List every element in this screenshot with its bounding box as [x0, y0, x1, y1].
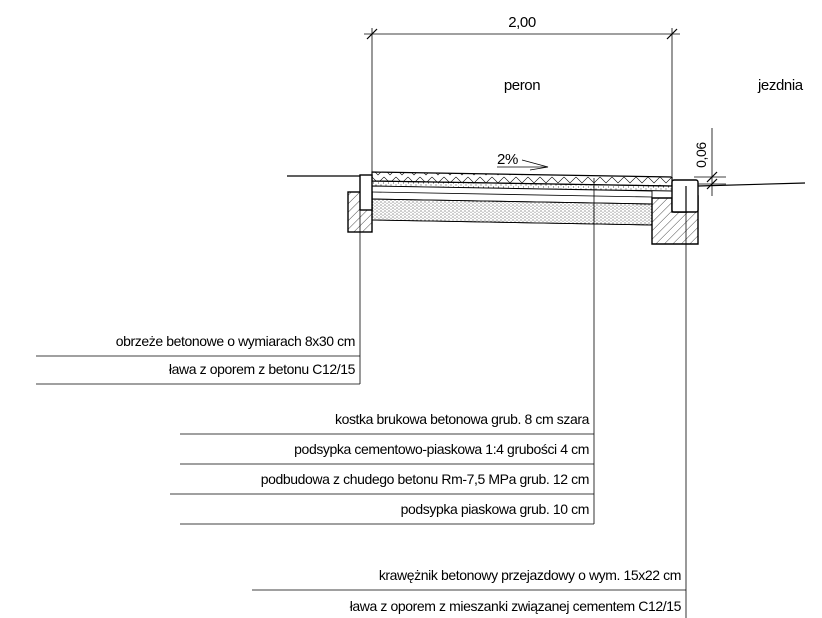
right-curb-stone: [671, 179, 699, 213]
height-tick-bottom: [706, 178, 718, 190]
slope-indicator: 2%: [497, 151, 549, 171]
dimension-tick-right: [666, 28, 678, 40]
layer-lean-concrete-inner-line: [371, 191, 653, 198]
width-dimension-label: 2,00: [508, 14, 536, 31]
callout-edging-foundation: ława z oporem z betonu C12/15: [169, 361, 356, 377]
zone-label-platform: peron: [504, 77, 540, 94]
height-dimension: 0,06: [693, 128, 726, 196]
callout-edging-stone: obrzeże betonowe o wymiarach 8x30 cm: [116, 333, 355, 349]
dimension-tick-left: [366, 28, 378, 40]
pavement-layers: [371, 171, 673, 226]
callout-paving-blocks: kostka brukowa betonowa grub. 8 cm szara: [335, 411, 590, 427]
layer-bottom-line: [371, 219, 653, 226]
right-curb-assembly: [651, 179, 699, 245]
ground-line-right: [697, 182, 806, 187]
callout-lean-concrete-base: podbudowa z chudego betonu Rm-7,5 MPa gr…: [261, 471, 589, 487]
callout-curb-stone: krawężnik betonowy przejazdowy o wym. 15…: [379, 567, 681, 583]
zone-label-roadway: jezdnia: [757, 77, 804, 94]
callout-group-curb: krawężnik betonowy przejazdowy o wym. 15…: [252, 567, 686, 614]
callout-sand-subbase: podsypka piaskowa grub. 10 cm: [401, 501, 589, 517]
callout-curb-foundation: ława z oporem z mieszanki związanej ceme…: [350, 598, 682, 614]
left-edging-stone: [359, 174, 373, 211]
slope-arrow: [521, 159, 549, 171]
height-dimension-label: 0,06: [693, 142, 709, 168]
width-dimension: 2,00: [364, 14, 680, 176]
height-tick-top: [706, 171, 718, 183]
callout-group-edging: obrzeże betonowe o wymiarach 8x30 cm ław…: [36, 333, 360, 385]
callout-cement-sand-bedding: podsypka cementowo-piaskowa 1:4 grubości…: [294, 441, 589, 457]
callout-group-layers: kostka brukowa betonowa grub. 8 cm szara…: [170, 411, 594, 525]
slope-label: 2%: [497, 151, 518, 168]
